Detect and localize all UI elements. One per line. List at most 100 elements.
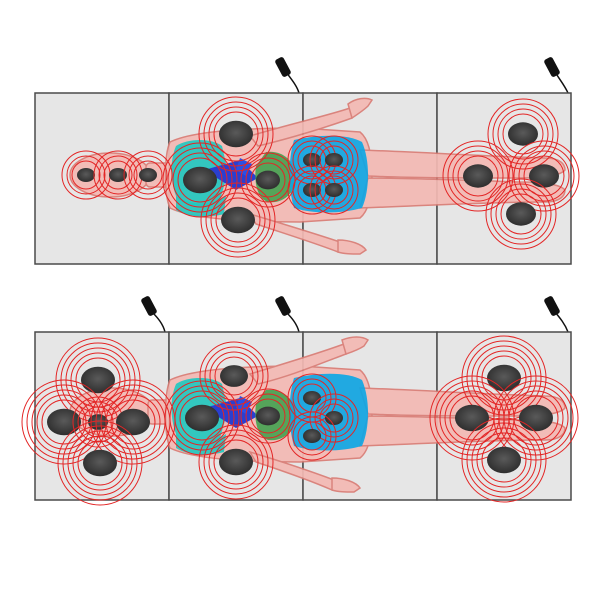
coil-core (220, 365, 248, 387)
coil-core (529, 164, 559, 188)
coil-field-ring (123, 150, 173, 200)
coil-field-ring (492, 103, 554, 165)
cable-plug (544, 57, 560, 77)
coil-field-ring (471, 345, 537, 411)
coil-core (325, 152, 343, 168)
coil (487, 98, 559, 170)
coil-field-ring (500, 193, 542, 235)
coil (57, 420, 143, 506)
coil-field-ring (105, 394, 161, 450)
coil-field-ring (495, 188, 547, 240)
coil-field-ring (287, 411, 337, 461)
coil-field-ring (67, 430, 133, 496)
coil-field-ring (172, 152, 228, 208)
coil-core (109, 167, 127, 183)
coil-field-ring (497, 108, 549, 160)
coil-field-ring (490, 183, 552, 245)
coil-core (83, 449, 117, 477)
coil (199, 341, 269, 411)
coil-field-ring (214, 356, 254, 396)
coil-core (183, 166, 217, 194)
coil-core (256, 406, 280, 426)
diagram-top (34, 57, 580, 265)
coil-field-ring (215, 197, 261, 243)
coil-field-ring (57, 420, 143, 506)
coil-field-ring (77, 440, 123, 486)
coil-field-ring (203, 101, 269, 167)
cable-plug (544, 296, 560, 316)
cable (285, 311, 300, 333)
coil-field-ring (240, 388, 296, 444)
coil-field-ring (199, 341, 269, 411)
body-hand (337, 239, 368, 255)
coil-field-ring (208, 106, 264, 162)
coil-field-ring (476, 432, 532, 488)
coil-core (325, 410, 343, 426)
coil-field-ring (205, 187, 271, 253)
coil-field-ring (203, 429, 269, 495)
coil-core (81, 366, 115, 394)
coil (164, 380, 240, 456)
coil (123, 150, 173, 200)
coil-field-ring (447, 145, 509, 207)
coil-core (455, 404, 489, 432)
coil-field-ring (452, 150, 504, 202)
coil-core (303, 428, 321, 444)
cable-plug (275, 57, 291, 77)
coil-field-ring (72, 435, 128, 491)
coil-core (47, 408, 81, 436)
coil-field-ring (523, 155, 565, 197)
coil-field-ring (442, 140, 514, 212)
coil-field-ring (213, 111, 259, 157)
coil-field-ring (128, 155, 168, 195)
coil-core (77, 167, 95, 183)
cable-plug (275, 296, 291, 316)
coil-core (487, 446, 521, 474)
coil-field-ring (71, 160, 101, 190)
coil-field-ring (481, 437, 527, 483)
cable-group (141, 296, 569, 333)
lung-left (176, 434, 226, 455)
coil (461, 417, 547, 503)
coil-field-ring (314, 140, 354, 180)
coil-core (185, 404, 219, 432)
coil-core (463, 164, 493, 188)
coil (309, 165, 359, 215)
coil-field-ring (82, 406, 114, 438)
coil-core (139, 167, 157, 183)
coil-field-ring (198, 424, 274, 500)
coil-field-ring (461, 417, 547, 503)
coil (162, 142, 238, 218)
coil (240, 388, 296, 444)
coil (309, 393, 359, 443)
cable-plug (141, 296, 157, 316)
coil (72, 396, 124, 448)
coil-core (219, 120, 253, 148)
coil (508, 140, 580, 212)
coil (61, 150, 111, 200)
coil-core (219, 448, 253, 476)
coil-field-ring (319, 145, 349, 175)
coil-field-ring (513, 145, 575, 207)
coil-field-ring (292, 416, 332, 456)
coil-field-ring (66, 155, 106, 195)
coil-field-ring (98, 155, 138, 195)
coil-field-ring (177, 157, 223, 203)
coil-core (325, 182, 343, 198)
coil-field-ring (169, 385, 235, 451)
coil (200, 182, 276, 258)
coil (287, 411, 337, 461)
coil-core (221, 206, 255, 234)
coil-core (519, 404, 553, 432)
diagram-bottom (21, 296, 579, 506)
coil-field-ring (133, 160, 163, 190)
coil-field-ring (513, 395, 559, 441)
body-hand (341, 336, 370, 355)
coil-field-ring (309, 393, 359, 443)
coil (442, 140, 514, 212)
kidneys (289, 373, 368, 451)
coil-field-ring (487, 98, 559, 170)
coil-core (116, 408, 150, 436)
